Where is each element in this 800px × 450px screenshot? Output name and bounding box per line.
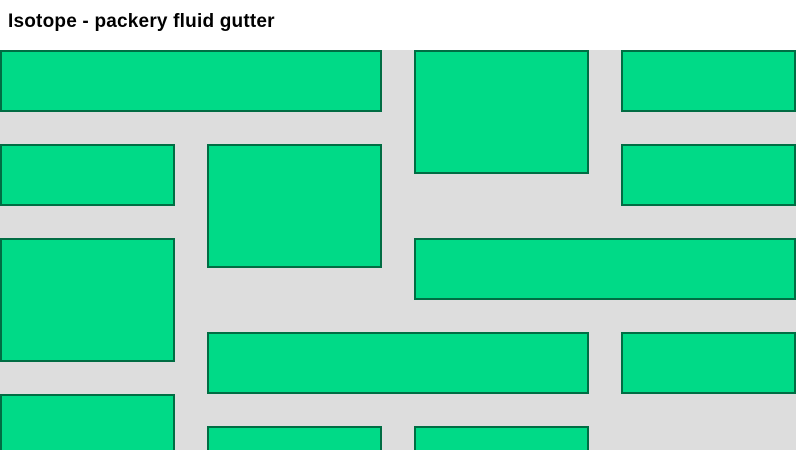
- grid-item-13: [414, 426, 589, 450]
- grid-item-3: [621, 50, 796, 112]
- grid-item-9: [207, 332, 589, 394]
- grid-item-6: [621, 144, 796, 206]
- grid-item-10: [621, 332, 796, 394]
- grid-item-8: [414, 238, 796, 300]
- grid-item-1: [0, 50, 382, 112]
- grid-item-2: [414, 50, 589, 174]
- grid-item-11: [0, 394, 175, 450]
- grid-item-5: [207, 144, 382, 268]
- page-title: Isotope - packery fluid gutter: [8, 11, 275, 32]
- packery-grid-container: [0, 50, 796, 450]
- grid-item-4: [0, 144, 175, 206]
- grid-item-12: [207, 426, 382, 450]
- grid-item-7: [0, 238, 175, 362]
